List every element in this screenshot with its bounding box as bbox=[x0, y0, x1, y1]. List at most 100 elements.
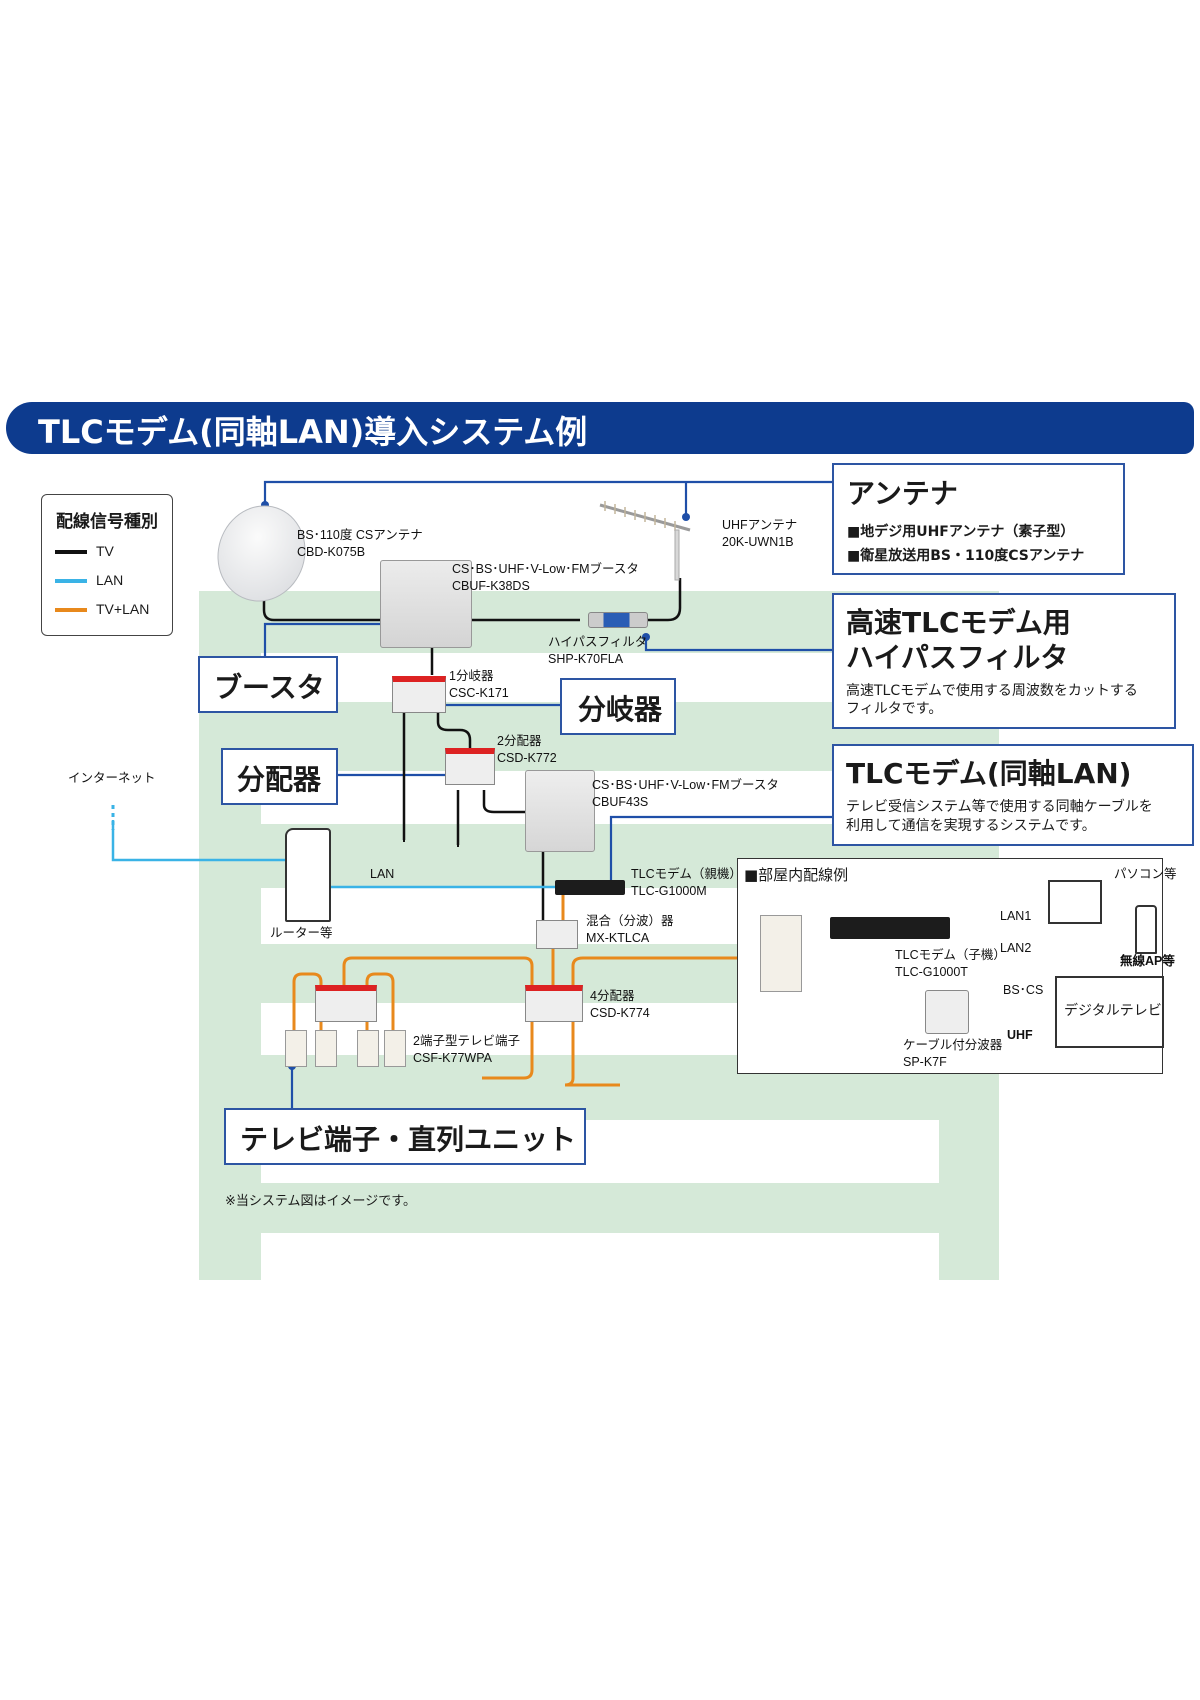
leader-booster bbox=[263, 622, 388, 656]
legend-label-tv: TV bbox=[96, 543, 114, 559]
splitter-4way-b-icon bbox=[315, 985, 377, 1022]
lan1-label: LAN1 bbox=[1000, 909, 1032, 923]
legend-swatch-tv bbox=[55, 550, 87, 554]
wire-bs-to-booster bbox=[262, 585, 380, 622]
lan-label: LAN bbox=[370, 867, 395, 881]
wire-split4b-b bbox=[365, 972, 395, 1030]
callout-outlet-title: テレビ端子・直列ユニット bbox=[240, 1123, 577, 1156]
splitter2-name: 2分配器 bbox=[497, 734, 542, 748]
tap-icon bbox=[392, 676, 446, 713]
callout-tlc-desc1: テレビ受信システム等で使用する同軸ケーブルを bbox=[846, 799, 1153, 815]
legend-label-lan: LAN bbox=[96, 572, 124, 588]
tap-name: 1分岐器 bbox=[449, 669, 494, 683]
legend-swatch-lan bbox=[55, 579, 87, 583]
leader-hpf bbox=[644, 637, 832, 652]
callout-hpf-desc2: フィルタです。 bbox=[846, 701, 943, 717]
uhf-antenna-name: UHFアンテナ bbox=[722, 518, 798, 532]
leader-antenna bbox=[263, 480, 832, 505]
callout-hpf-title2: ハイパスフィルタ bbox=[846, 641, 1069, 674]
splitter4-name: 4分配器 bbox=[590, 989, 635, 1003]
modem-slave-name: TLCモデム（子機） bbox=[895, 948, 1006, 962]
tv-outlet-icon bbox=[357, 1030, 379, 1067]
floor-band bbox=[261, 771, 939, 824]
wire-split4-to-split4b bbox=[342, 956, 534, 985]
tlc-modem-master-icon bbox=[555, 880, 625, 895]
page-title: TLCモデム(同軸LAN)導入システム例 bbox=[38, 413, 588, 451]
wire-hpf-to-uhf bbox=[646, 578, 682, 622]
hpf-model: SHP-K70FLA bbox=[548, 652, 624, 666]
callout-outlet bbox=[224, 1108, 586, 1165]
room-wiring-title: ■部屋内配線例 bbox=[744, 866, 849, 884]
diplexer-name: ケーブル付分波器 bbox=[903, 1038, 1003, 1052]
internet-label: インターネット bbox=[68, 771, 156, 785]
bs-antenna-name: BS･110度 CSアンテナ bbox=[297, 528, 423, 542]
legend-swatch-tvlan bbox=[55, 608, 87, 612]
callout-splitter-title: 分配器 bbox=[237, 763, 322, 796]
modem-master-model: TLC-G1000M bbox=[631, 884, 707, 898]
wire-tap-to-split2 bbox=[436, 712, 472, 748]
title-banner bbox=[6, 402, 1194, 454]
uhf-antenna-icon bbox=[599, 501, 691, 581]
callout-tap-title: 分岐器 bbox=[578, 693, 663, 726]
outlets-model: CSF-K77WPA bbox=[413, 1051, 492, 1065]
splitter2-model: CSD-K772 bbox=[497, 751, 557, 765]
callout-antenna-line2: ■衛星放送用BS・110度CSアンテナ bbox=[847, 548, 1085, 564]
callout-splitter bbox=[221, 748, 338, 805]
wireless-ap-icon bbox=[1135, 905, 1157, 954]
lan2-label: LAN2 bbox=[1000, 941, 1032, 955]
mixer-icon bbox=[536, 920, 578, 949]
digital-tv-icon bbox=[1055, 976, 1164, 1048]
floor-band bbox=[261, 1233, 939, 1280]
callout-tlc-modem bbox=[832, 744, 1194, 846]
diplexer-model: SP-K7F bbox=[903, 1055, 947, 1069]
booster1-name: CS･BS･UHF･V-Low･FMブースタ bbox=[452, 562, 639, 576]
leader-tlc bbox=[609, 815, 832, 890]
booster2-icon bbox=[525, 770, 595, 852]
tv-outlet-icon bbox=[315, 1030, 337, 1067]
callout-antenna bbox=[832, 463, 1125, 575]
uhf-antenna-model: 20K-UWN1B bbox=[722, 535, 794, 549]
booster1-model: CBUF-K38DS bbox=[452, 579, 530, 593]
wire-split4b-a bbox=[292, 972, 323, 1030]
callout-antenna-line1: ■地デジ用UHFアンテナ（素子型） bbox=[847, 524, 1075, 540]
diplexer-icon bbox=[925, 990, 969, 1034]
booster2-model: CBUF43S bbox=[592, 795, 649, 809]
mixer-name: 混合（分波）器 bbox=[586, 914, 674, 928]
modem-slave-model: TLC-G1000T bbox=[895, 965, 968, 979]
splitter-4way-icon bbox=[525, 985, 583, 1022]
wire-split4-to-room bbox=[571, 956, 740, 985]
wire-internet-to-router bbox=[111, 820, 285, 862]
callout-tlc-desc2: 利用して通信を実現するシステムです。 bbox=[846, 818, 1096, 834]
router-label: ルーター等 bbox=[270, 926, 333, 940]
tv-outlet-icon bbox=[285, 1030, 307, 1067]
bscs-label: BS･CS bbox=[1003, 983, 1044, 997]
wall-outlet-icon bbox=[760, 915, 802, 992]
wiring-legend bbox=[41, 494, 173, 636]
outlets-name: 2端子型テレビ端子 bbox=[413, 1034, 520, 1048]
uhf-label: UHF bbox=[1007, 1028, 1033, 1042]
callout-hpf-title1: 高速TLCモデム用 bbox=[846, 606, 1071, 639]
mixer-model: MX-KTLCA bbox=[586, 931, 650, 945]
pc-label: パソコン等 bbox=[1114, 867, 1177, 881]
bs-antenna-model: CBD-K075B bbox=[297, 545, 366, 559]
ap-label: 無線AP等 bbox=[1120, 954, 1175, 968]
legend-title: 配線信号種別 bbox=[56, 512, 158, 532]
tv-outlet-icon bbox=[384, 1030, 406, 1067]
router-icon bbox=[285, 828, 331, 922]
callout-hpf bbox=[832, 593, 1176, 729]
wire-split4-right-out bbox=[564, 1022, 620, 1087]
callout-hpf-desc1: 高速TLCモデムで使用する周波数をカットする bbox=[846, 683, 1138, 699]
callout-tap bbox=[560, 678, 676, 735]
booster-icon bbox=[380, 560, 472, 648]
high-pass-filter-icon bbox=[588, 612, 648, 628]
pc-icon bbox=[1048, 880, 1102, 924]
tlc-modem-slave-icon bbox=[830, 917, 950, 939]
hpf-name: ハイパスフィルタ bbox=[548, 635, 648, 649]
callout-tlc-title: TLCモデム(同軸LAN) bbox=[846, 757, 1132, 790]
legend-label-tvlan: TV+LAN bbox=[96, 601, 150, 617]
digital-tv-label: デジタルテレビ bbox=[1064, 1003, 1162, 1019]
callout-antenna-title: アンテナ bbox=[847, 477, 958, 510]
wire-split2-to-booster2 bbox=[482, 790, 525, 814]
splitter-2way-icon bbox=[445, 748, 495, 785]
